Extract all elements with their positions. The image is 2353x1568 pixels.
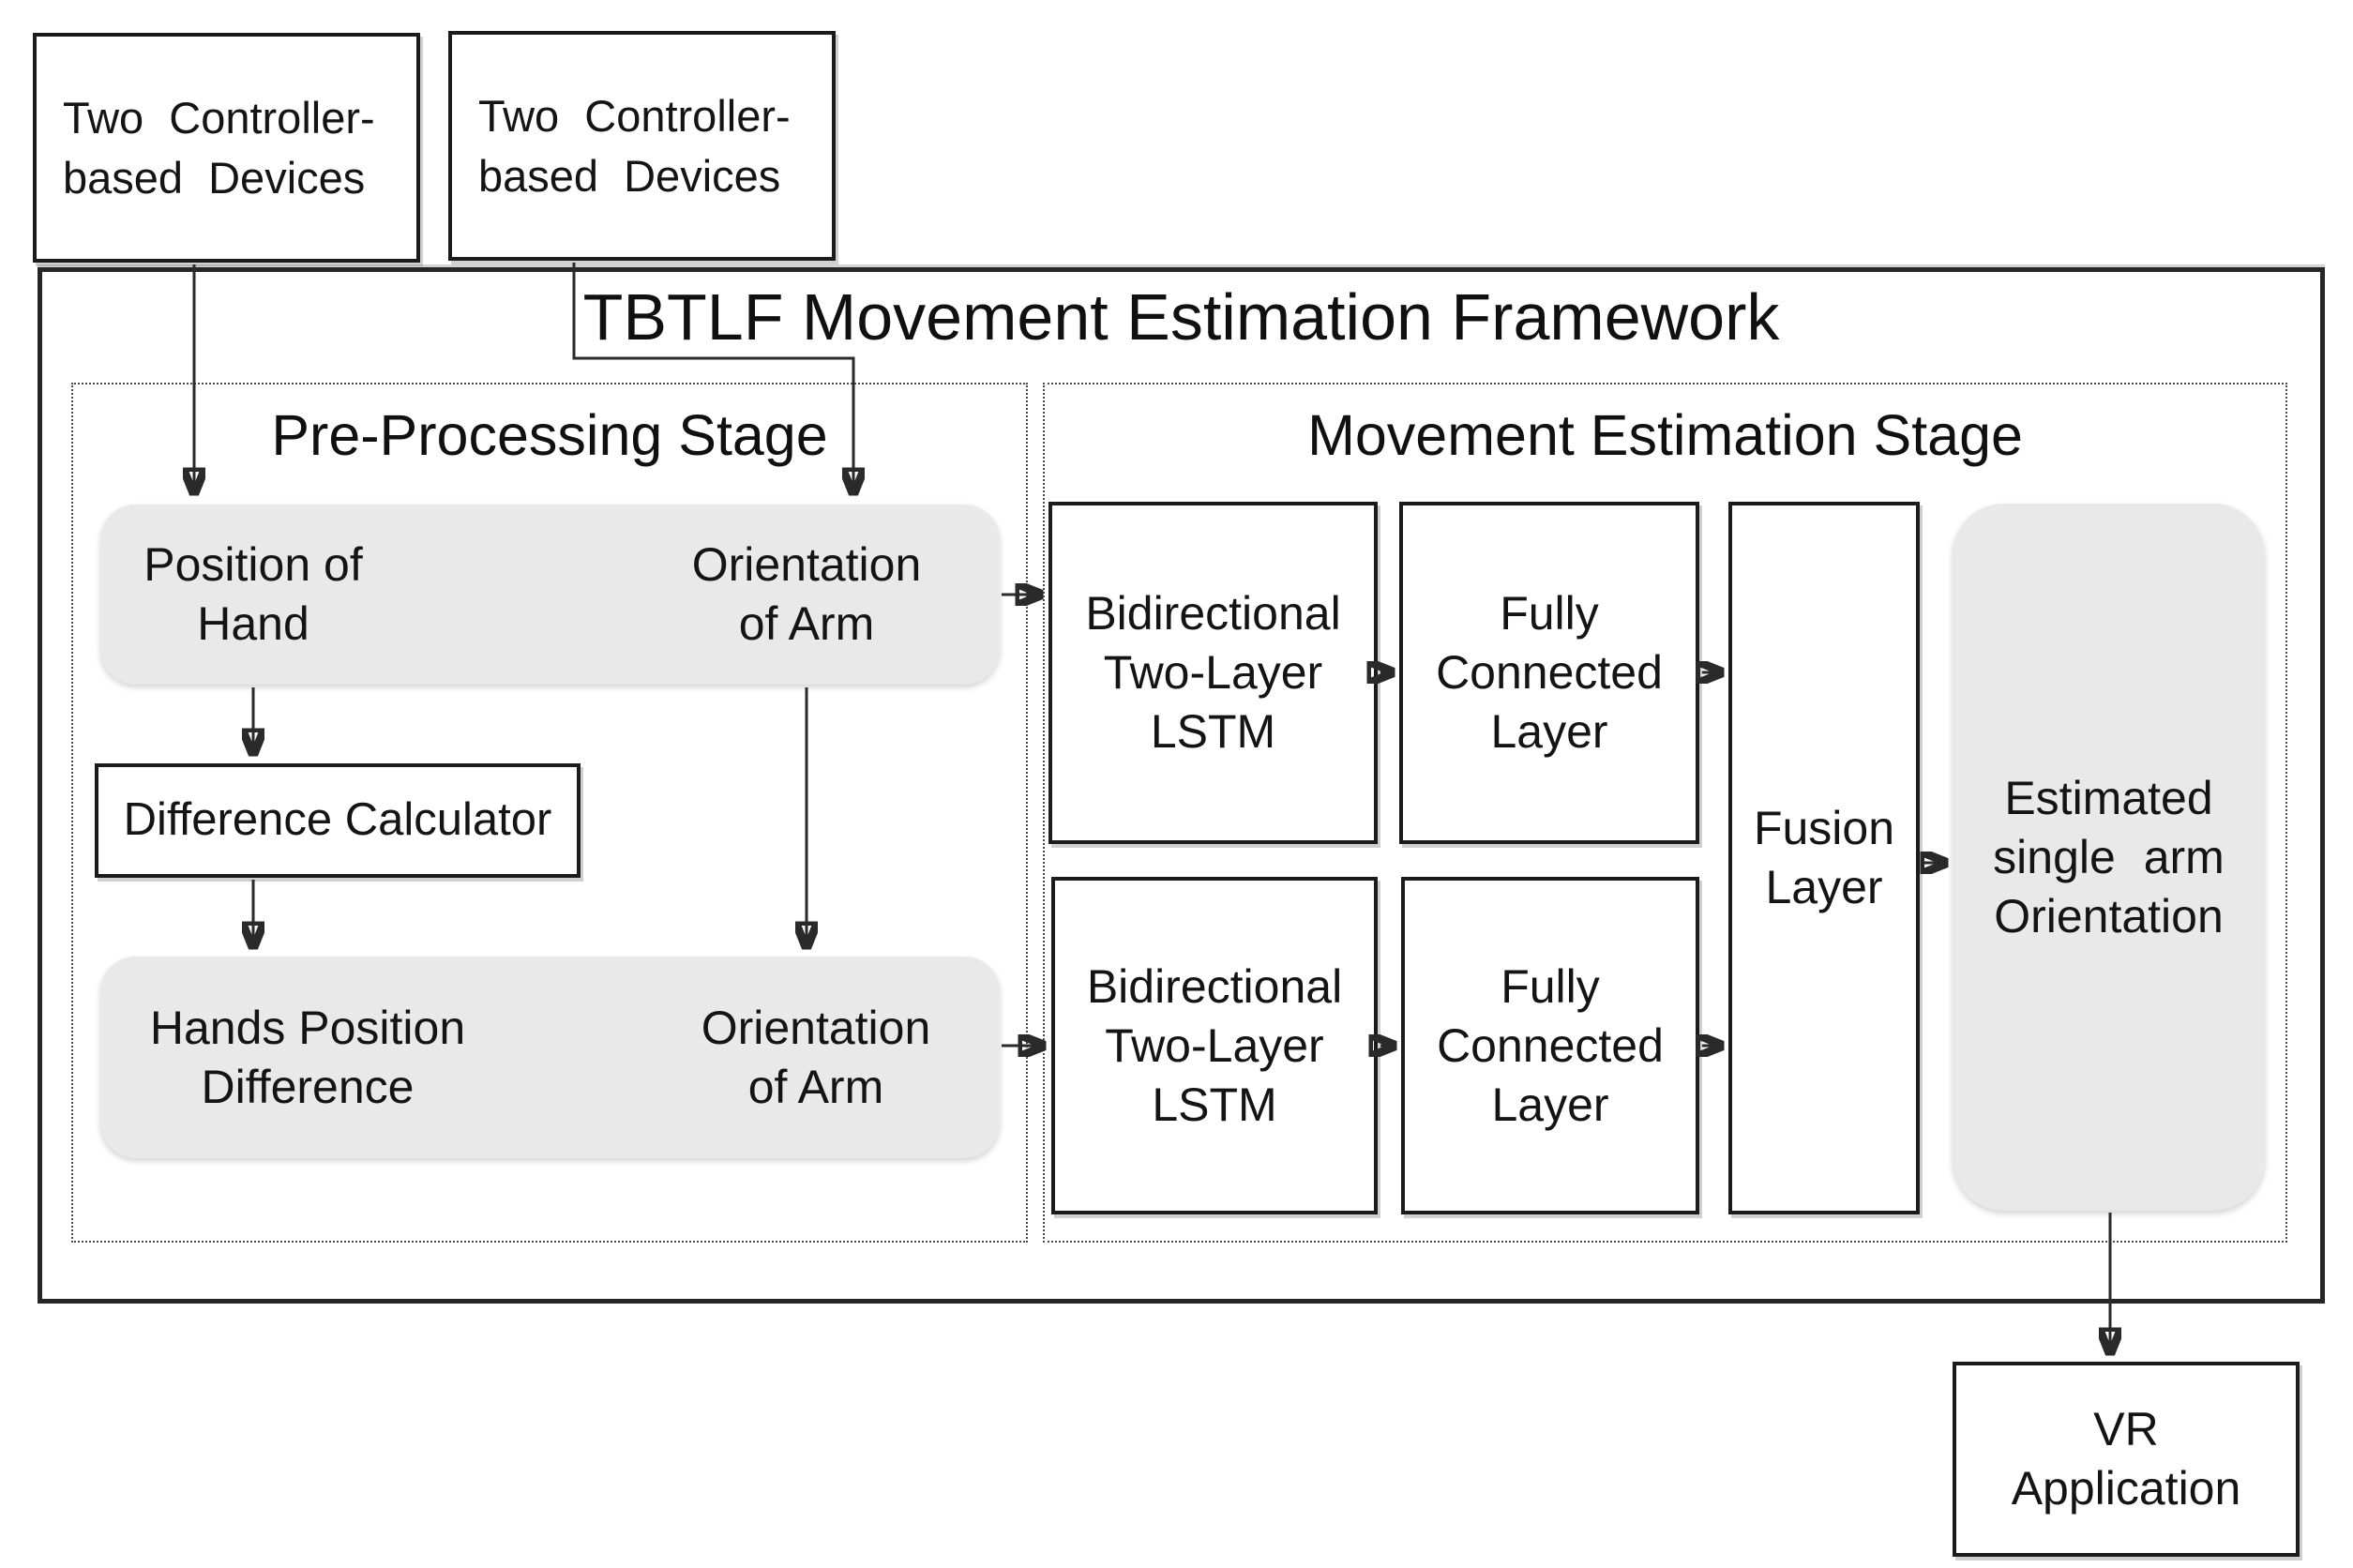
orientation-of-arm-top-label: Orientation of Arm — [691, 538, 922, 650]
fully-connected-bottom-label: Fully Connected Layer — [1437, 959, 1664, 1131]
lstm-top-label: Bidirectional Two-Layer LSTM — [1085, 587, 1341, 758]
orientation-of-arm-bottom-label: Orientation of Arm — [701, 1001, 931, 1113]
fusion-layer-box: Fusion Layer — [1728, 502, 1920, 1214]
preprocessing-stage-title: Pre-Processing Stage — [271, 403, 828, 467]
estimation-stage-panel — [1043, 383, 2287, 1243]
hands-position-difference-label: Hands Position Difference — [149, 1001, 466, 1113]
preprocessing-stage-panel — [71, 383, 1028, 1243]
preprocessing-inputs-box: Position of Hand Orientation of Arm — [100, 505, 1000, 685]
vr-application-box: VR Application — [1953, 1362, 2300, 1557]
lstm-top-box: Bidirectional Two-Layer LSTM — [1048, 502, 1378, 844]
difference-calculator-label: Difference Calculator — [123, 794, 552, 846]
lstm-bottom-label: Bidirectional Two-Layer LSTM — [1086, 959, 1343, 1131]
input-device-2-label: Two Controller- based Devices — [478, 90, 791, 201]
framework-title: TBTLF Movement Estimation Framework — [582, 280, 1780, 354]
input-device-box-1: Two Controller- based Devices — [33, 33, 420, 263]
input-device-box-2: Two Controller- based Devices — [448, 31, 836, 261]
vr-application-label: VR Application — [2011, 1403, 2241, 1515]
position-of-hand-label: Position of Hand — [143, 538, 363, 650]
fully-connected-bottom-box: Fully Connected Layer — [1401, 877, 1699, 1214]
estimated-single-arm-orientation-box: Estimated single arm Orientation — [1953, 504, 2265, 1211]
estimated-output-label: Estimated single arm Orientation — [1993, 771, 2225, 942]
preprocessing-difference-box: Hands Position Difference Orientation of… — [100, 957, 1000, 1158]
fusion-layer-label: Fusion Layer — [1753, 802, 1895, 913]
input-device-1-label: Two Controller- based Devices — [63, 92, 375, 203]
fully-connected-top-label: Fully Connected Layer — [1436, 587, 1663, 758]
lstm-bottom-box: Bidirectional Two-Layer LSTM — [1051, 877, 1378, 1214]
estimation-stage-title: Movement Estimation Stage — [1307, 403, 2023, 467]
difference-calculator-box: Difference Calculator — [95, 763, 581, 878]
framework-box — [38, 267, 2325, 1304]
fully-connected-top-box: Fully Connected Layer — [1399, 502, 1699, 844]
